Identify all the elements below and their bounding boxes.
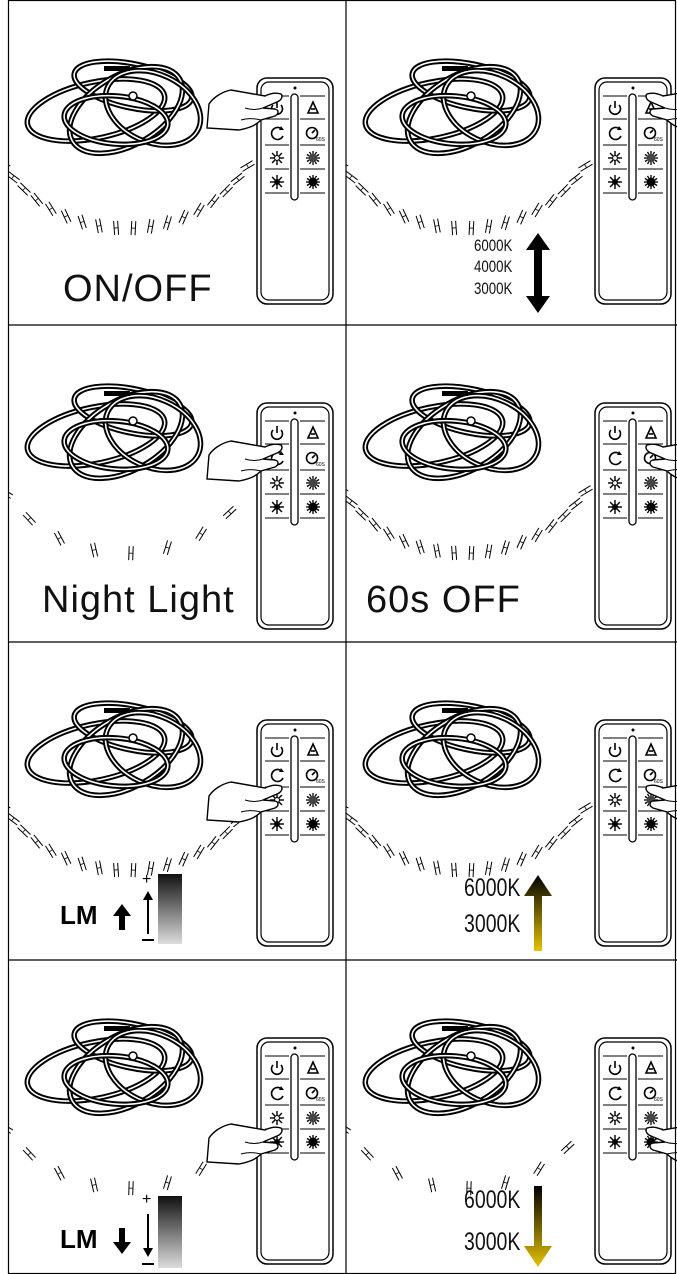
light-rays	[346, 800, 593, 878]
panel-brightness-up: 60S LM +	[8, 642, 346, 960]
caption-on-off: ON/OFF	[63, 268, 213, 310]
brightness-up-icon	[270, 1111, 284, 1125]
brightness-up-icon	[608, 151, 622, 165]
double-arrow-icon	[526, 233, 550, 313]
light-rays	[8, 158, 255, 236]
thin-arrow-up-icon	[142, 891, 154, 941]
label-6000k: 6000K	[464, 1186, 521, 1214]
ceiling-lamp	[24, 58, 204, 157]
panel-brightness-down: 60S LM +	[8, 960, 346, 1274]
brightness-up-icon	[608, 476, 622, 490]
light-rays	[8, 1122, 237, 1196]
remote-control: 60S	[594, 719, 672, 947]
brightness-gradient-bar	[158, 1196, 182, 1268]
lamp-scene: 60S	[346, 1018, 677, 1265]
brightness-down-icon	[608, 500, 622, 514]
light-rays	[346, 158, 593, 236]
ceiling-lamp	[362, 58, 542, 157]
brightness-down-icon	[608, 817, 622, 831]
label-3000k: 3000K	[474, 279, 513, 298]
brightness-down-icon	[270, 817, 284, 831]
ceiling-lamp	[24, 1018, 204, 1117]
thin-arrow-down-icon	[142, 1214, 154, 1265]
brightness-down-icon	[608, 175, 622, 189]
panel-warm-up: 60S 6000K 3000K	[346, 642, 677, 960]
arrow-down-icon	[113, 1228, 131, 1254]
label-3000k: 3000K	[464, 910, 521, 938]
svg-text:60S: 60S	[316, 779, 326, 785]
ceiling-lamp	[362, 700, 542, 799]
ceiling-lamp	[24, 700, 204, 799]
ceiling-lamp	[24, 383, 204, 482]
panel-night-light: 60S Night Light	[8, 325, 346, 642]
ceiling-lamp	[362, 1018, 542, 1117]
panel-60s-off: 60S 60s OFF	[346, 325, 677, 642]
label-4000k: 4000K	[474, 257, 513, 276]
brightness-down-icon	[608, 1135, 622, 1149]
svg-text:60S: 60S	[654, 137, 664, 143]
lm-label: LM	[60, 900, 98, 930]
label-6000k: 6000K	[474, 236, 513, 255]
panel-warm-down: 60S 6000K 3000K	[346, 960, 677, 1274]
brightness-gradient-bar	[158, 874, 182, 944]
brightness-down-icon	[270, 500, 284, 514]
brightness-up-icon	[608, 793, 622, 807]
gold-arrow-down-icon	[524, 1186, 552, 1267]
brightness-down-icon	[270, 175, 284, 189]
label-3000k: 3000K	[464, 1228, 521, 1256]
panel-color-temperature: 60S 6000K 4000K 3000K	[346, 0, 677, 325]
brightness-up-icon	[270, 151, 284, 165]
svg-text:60S: 60S	[316, 137, 326, 143]
label-6000k: 6000K	[464, 874, 521, 902]
lm-label: LM	[60, 1224, 98, 1254]
lamp-scene: 60S	[346, 58, 677, 305]
gold-arrow-up-icon	[524, 875, 552, 951]
light-rays	[346, 483, 593, 561]
brightness-up-icon	[270, 476, 284, 490]
svg-text:60S: 60S	[316, 462, 326, 468]
remote-control: 60S	[256, 402, 334, 630]
remote-control: 60S	[594, 402, 672, 630]
plus-sign: +	[142, 871, 152, 888]
plus-sign: +	[142, 1191, 152, 1208]
caption-60s-off: 60s OFF	[366, 579, 521, 621]
svg-text:60S: 60S	[316, 1097, 326, 1103]
svg-text:60S: 60S	[654, 779, 664, 785]
ceiling-lamp	[362, 383, 542, 482]
caption-night-light: Night Light	[42, 579, 235, 621]
panel-on-off: 60S ON/OFF	[8, 0, 346, 325]
light-rays	[8, 487, 237, 561]
brightness-up-icon	[608, 1111, 622, 1125]
arrow-up-icon	[113, 904, 131, 930]
svg-text:60S: 60S	[654, 1097, 664, 1103]
remote-control: 60S	[256, 719, 334, 947]
